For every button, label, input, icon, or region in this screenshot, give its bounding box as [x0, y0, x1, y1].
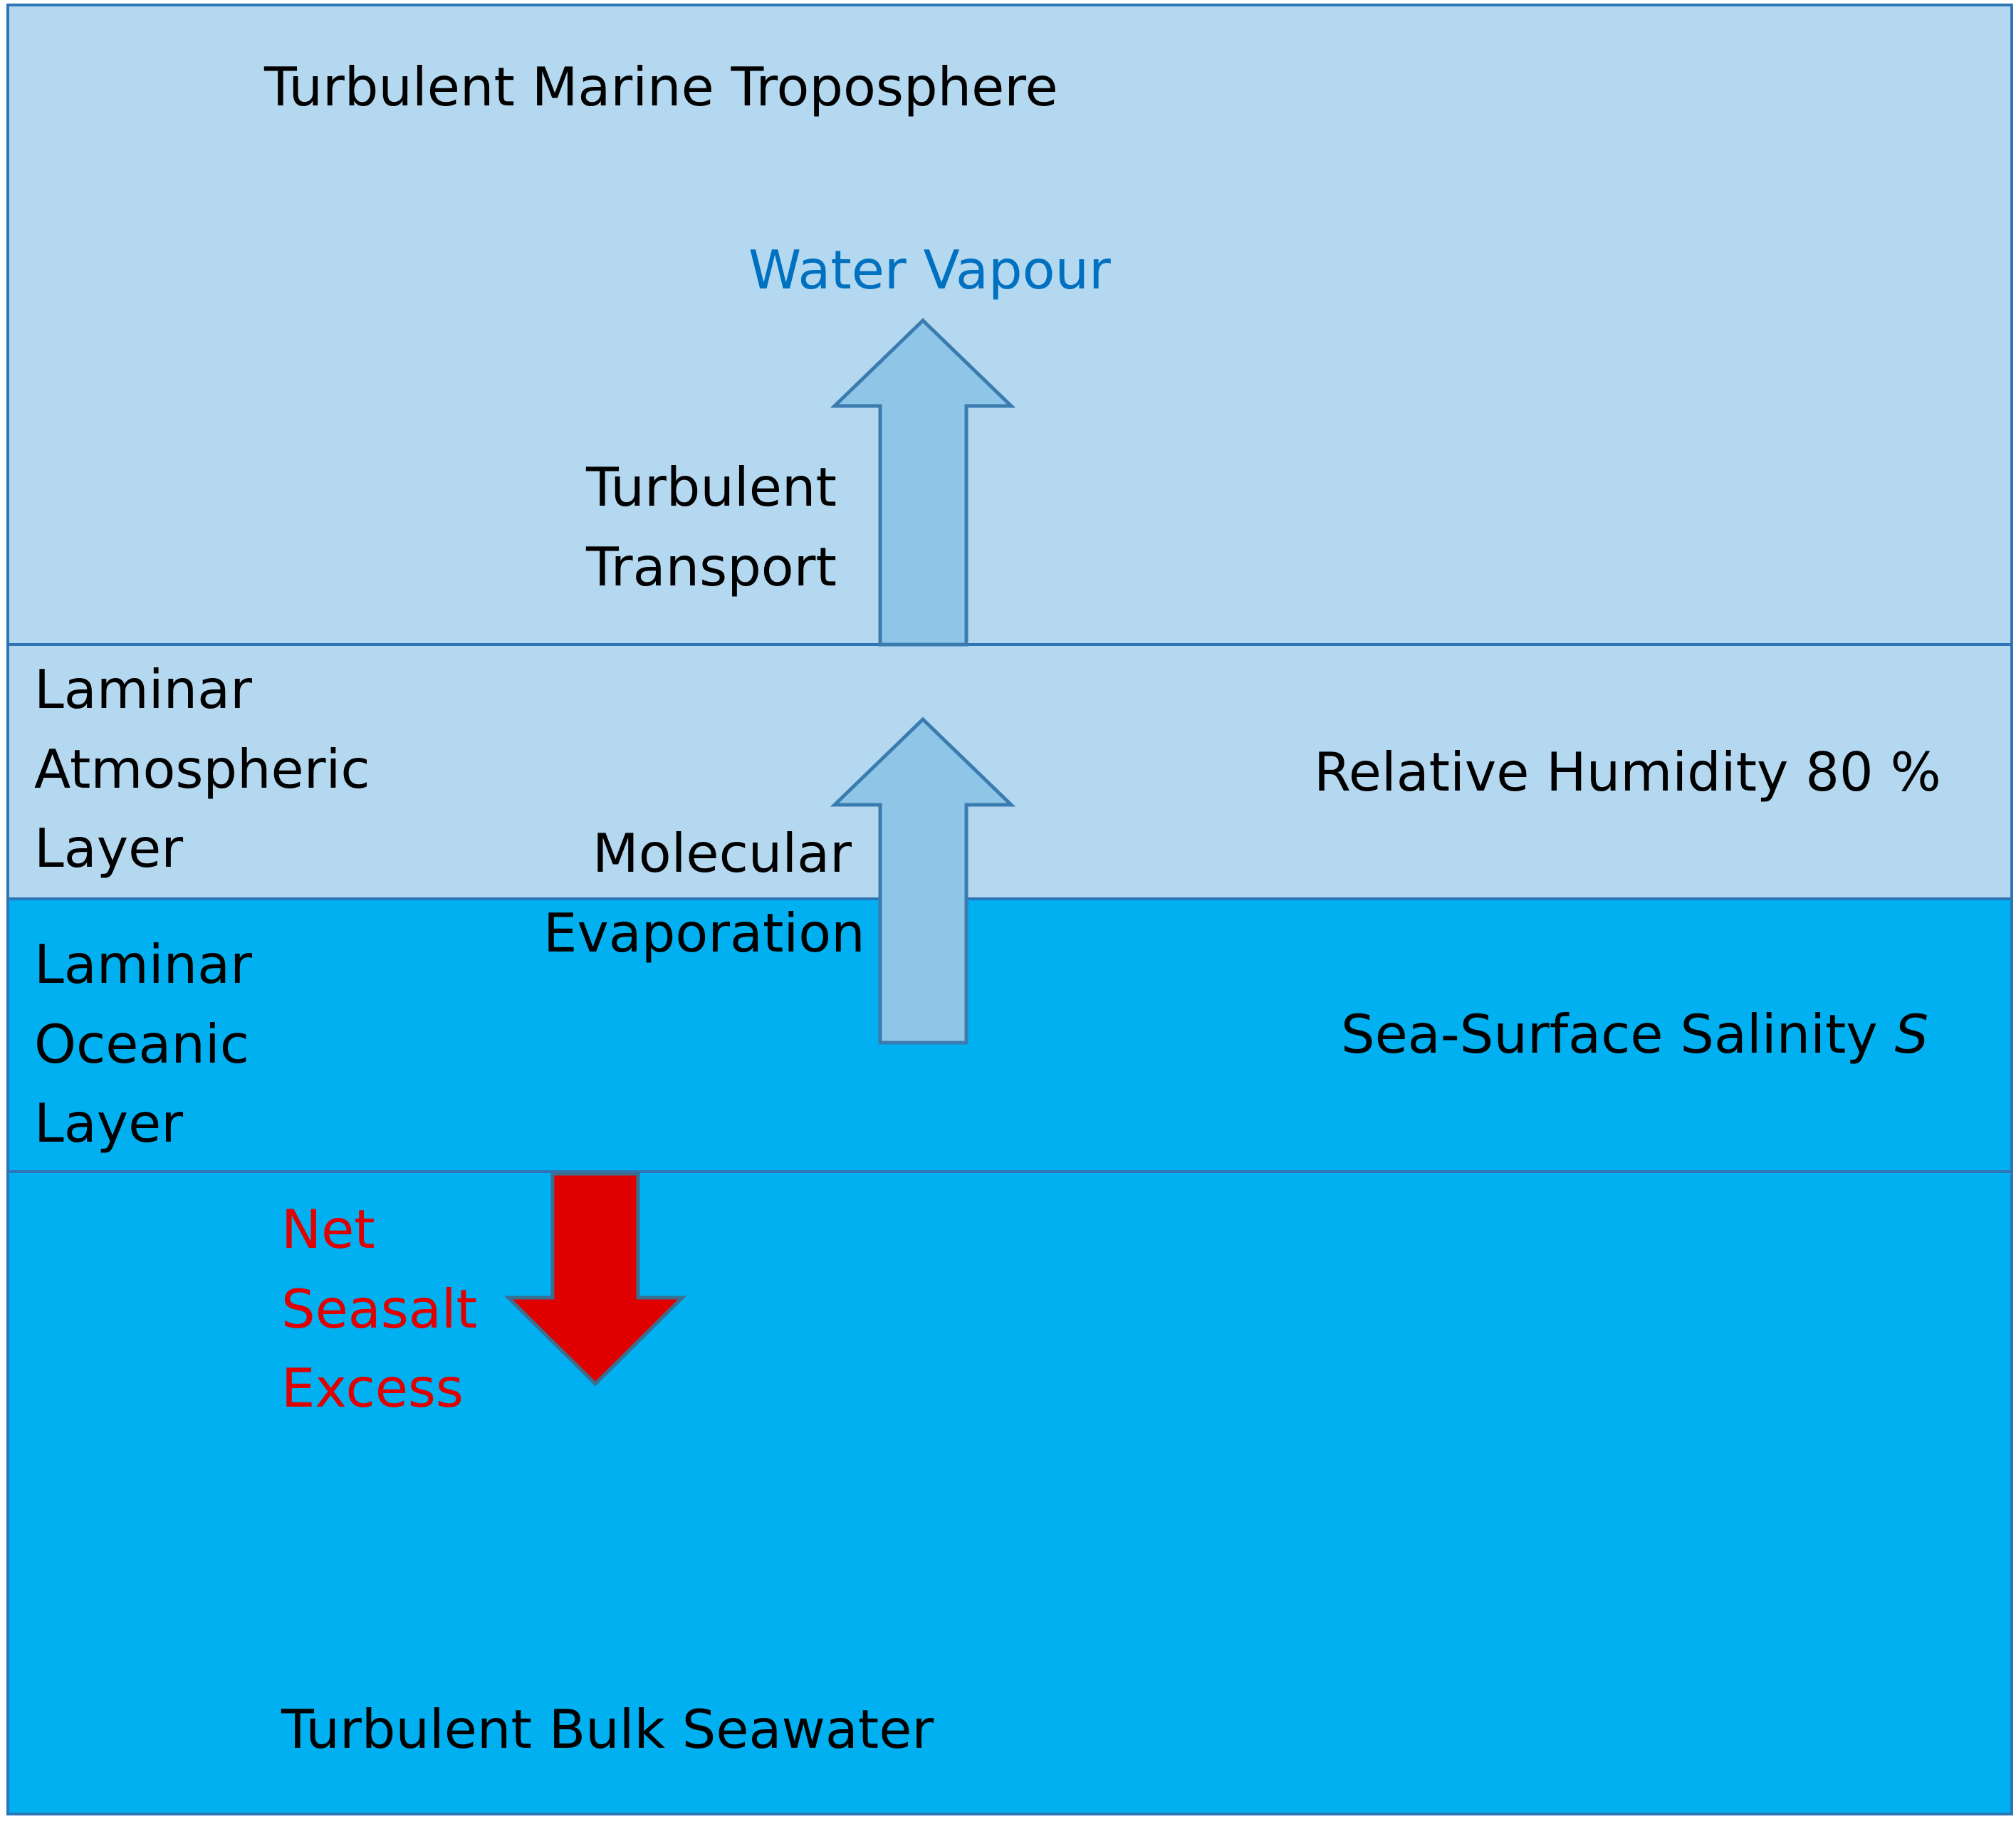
- bulk-seawater-layer: [6, 1170, 2013, 1815]
- laminar-atmospheric-line: Layer: [34, 817, 183, 880]
- laminar-atmospheric-line: Laminar: [34, 658, 252, 721]
- water-vapour-label: Water Vapour: [748, 239, 1111, 301]
- laminar-oceanic-line: Oceanic: [34, 1013, 249, 1075]
- laminar-oceanic-label: Laminar Oceanic Layer: [34, 933, 269, 1155]
- laminar-oceanic-line: Laminar: [34, 933, 252, 996]
- turbulent-transport-label: Turbulent Transport: [585, 456, 854, 598]
- molecular-evaporation-label: Molecular Evaporation: [543, 822, 869, 964]
- net-seasalt-excess-line: Excess: [281, 1357, 464, 1419]
- salinity-text: Sea-Surface Salinity: [1341, 1003, 1895, 1065]
- net-seasalt-excess-arrow: [503, 1172, 687, 1387]
- molecular-evaporation-arrow: [830, 716, 1016, 1045]
- molecular-evaporation-line: Molecular: [592, 822, 852, 885]
- turbulent-transport-line: Turbulent: [585, 456, 837, 518]
- relative-humidity-label: Relative Humidity 80 %: [1314, 741, 1941, 803]
- laminar-atmospheric-layer: [6, 643, 2013, 900]
- laminar-oceanic-layer: [6, 897, 2013, 1173]
- troposphere-layer: [6, 4, 2013, 646]
- laminar-atmospheric-label: Laminar Atmospheric Layer: [34, 658, 387, 880]
- laminar-oceanic-line: Layer: [34, 1092, 183, 1155]
- laminar-atmospheric-line: Atmospheric: [34, 738, 370, 801]
- turbulent-transport-arrow: [830, 318, 1016, 647]
- net-seasalt-excess-line: Seasalt: [281, 1278, 477, 1340]
- troposphere-label: Turbulent Marine Troposphere: [263, 56, 1058, 118]
- turbulent-transport-line: Transport: [585, 536, 837, 598]
- molecular-evaporation-line: Evaporation: [543, 902, 865, 964]
- net-seasalt-excess-line: Net: [281, 1198, 375, 1261]
- net-seasalt-excess-label: Net Seasalt Excess: [281, 1198, 494, 1419]
- bulk-seawater-label: Turbulent Bulk Seawater: [281, 1698, 934, 1761]
- salinity-symbol: S: [1895, 1003, 1929, 1065]
- sea-surface-salinity-label: Sea-Surface Salinity S: [1341, 1003, 1928, 1065]
